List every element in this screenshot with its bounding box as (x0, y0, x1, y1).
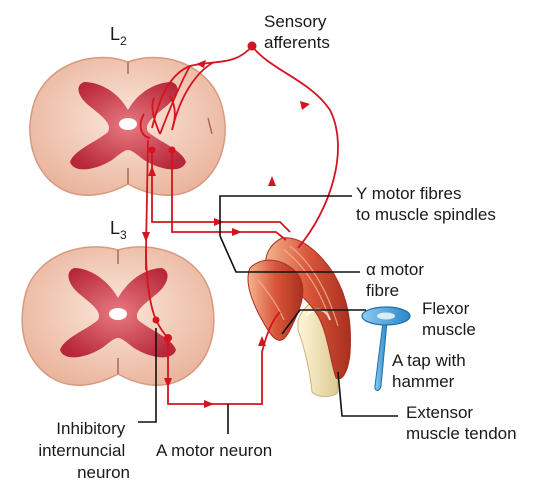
alpha-motor-fibre-label: α motor fibre (366, 260, 429, 300)
sensory-afferents-label: Sensory afferents (264, 12, 331, 52)
flexor-muscle-label: Flexor muscle (422, 299, 476, 339)
arrow-afferent-1 (300, 101, 310, 110)
motor-neuron-body (164, 334, 172, 342)
arrow-motor-2 (204, 400, 214, 408)
arrow-afferent-3 (196, 60, 206, 68)
arrow-gamma-1 (214, 218, 224, 226)
sensory-afferent-main (252, 46, 338, 248)
motor-neuron-label: A motor neuron (156, 441, 272, 460)
leg-muscle-icon (248, 238, 351, 397)
central-canal-l2 (119, 118, 137, 130)
inhibitory-neuron-label: Inhibitory internuncial neuron (38, 419, 130, 482)
level-l2-label: L2 (110, 24, 127, 48)
spinal-cord-l3 (22, 247, 214, 385)
level-l3-label: L3 (110, 218, 127, 242)
synapse-l2-b (169, 147, 176, 154)
gamma-motor-fibres-label: Y motor fibres to muscle spindles (356, 184, 496, 224)
arrow-afferent-2 (268, 176, 276, 186)
leader-gamma (220, 196, 352, 236)
hammer-head-hole (377, 313, 395, 320)
arrow-gamma-2 (232, 228, 242, 236)
leader-extensor (338, 372, 398, 416)
sensory-ganglion (248, 42, 257, 51)
interneuron-body (153, 317, 160, 324)
tap-with-hammer-label: A tap with hammer (392, 351, 470, 391)
extensor-tendon-label: Extensor muscle tendon (406, 403, 517, 443)
synapse-l2-a (149, 147, 156, 154)
hammer-handle (375, 322, 387, 391)
arrow-descend (142, 232, 150, 242)
central-canal-l3 (109, 308, 127, 320)
